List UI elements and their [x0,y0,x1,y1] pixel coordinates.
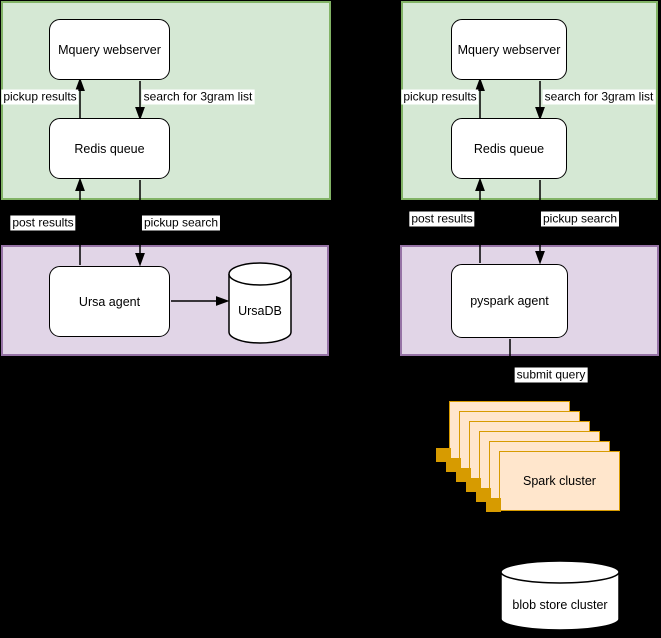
edge-label-pickup-results-left: pickup results [1,89,79,105]
edge-label-search-3gram-right: search for 3gram list [542,89,656,105]
database-cylinder-shape [228,262,292,344]
node-label: Redis queue [74,141,145,156]
edge-label-pickup-search-right: pickup search [540,211,620,227]
edge-label-post-results-left: post results [10,215,76,231]
node-pyspark-agent: pyspark agent [451,264,568,338]
node-mquery-webserver-right: Mquery webserver [451,19,567,80]
node-redis-queue-right: Redis queue [451,118,567,179]
edge-label-pickup-search-left: pickup search [141,215,221,231]
edge-label-pickup-results-right: pickup results [401,89,479,105]
node-label: pyspark agent [470,294,549,308]
spark-cluster-stack: Spark cluster [436,401,620,524]
edge-label-search-3gram-left: search for 3gram list [141,89,255,105]
node-label: Mquery webserver [58,42,161,57]
edge-label-post-results-right: post results [409,211,475,227]
node-label: Spark cluster [523,474,596,488]
ursadb-cylinder: UrsaDB [228,262,292,344]
spark-cluster-card-front: Spark cluster [486,451,620,512]
node-label: Mquery webserver [457,42,561,57]
database-cylinder-shape [500,560,620,631]
node-ursa-agent: Ursa agent [49,266,170,337]
node-label: blob store cluster [512,598,608,612]
edge-label-submit-query: submit query [514,367,588,383]
blob-store-cylinder: blob store cluster [500,560,620,632]
node-label: Ursa agent [78,294,141,309]
node-redis-queue-left: Redis queue [49,118,170,179]
node-label: UrsaDB [238,304,282,318]
node-mquery-webserver-left: Mquery webserver [49,19,170,80]
node-label: Redis queue [473,141,545,156]
